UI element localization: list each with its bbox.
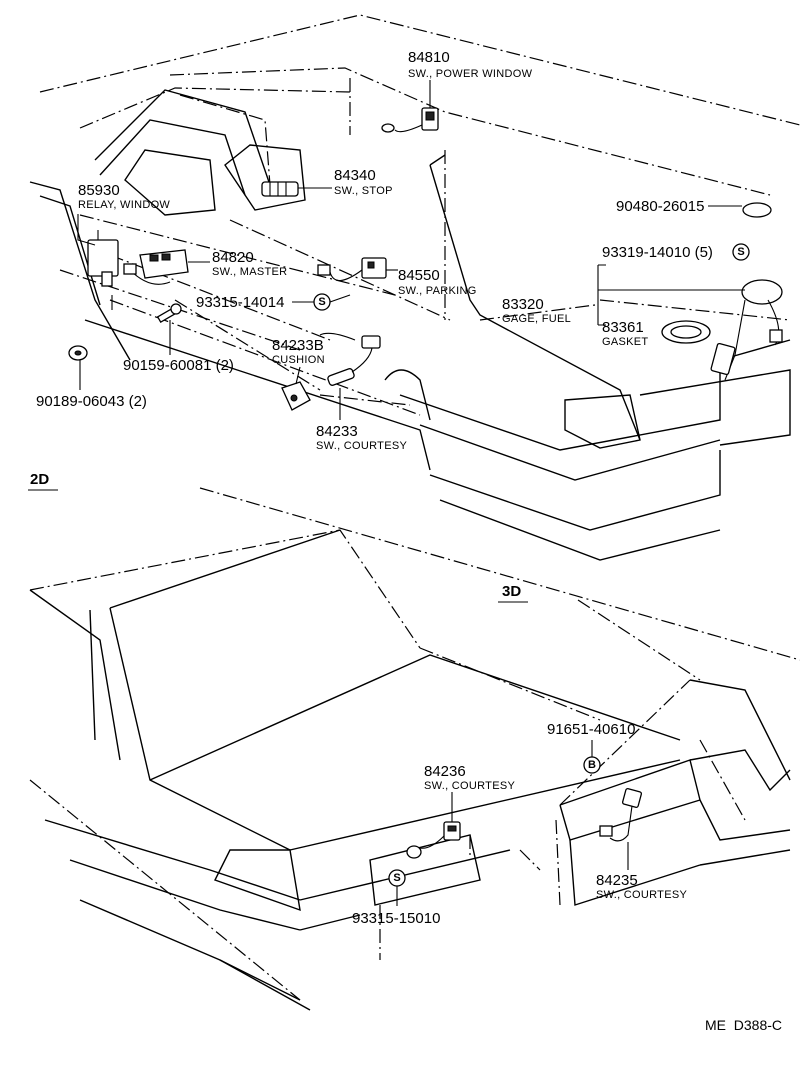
fuel-gage-icon bbox=[710, 279, 783, 381]
part-desc-85930: RELAY, WINDOW bbox=[78, 199, 170, 211]
part-desc-84820: SW., MASTER bbox=[212, 266, 287, 278]
courtesy-switch-icon-2d bbox=[406, 821, 461, 859]
part-desc-84810: SW., POWER WINDOW bbox=[408, 68, 533, 80]
part-desc-84550: SW., PARKING bbox=[398, 285, 477, 297]
part-number-93315-15010: 93315-15010 bbox=[352, 910, 440, 927]
part-number-85930: 85930 bbox=[78, 182, 120, 199]
svg-text:S: S bbox=[393, 872, 400, 884]
part-number-91651: 91651-40610 bbox=[547, 721, 635, 738]
svg-text:S: S bbox=[737, 246, 744, 258]
parking-switch-icon bbox=[317, 257, 387, 282]
part-desc-83320: GAGE, FUEL bbox=[502, 313, 571, 325]
vehicle-3d-outline bbox=[555, 599, 791, 906]
part-number-93315-14014: 93315-14014 bbox=[196, 294, 284, 311]
diagram-reference-code: ME D388-C bbox=[705, 1017, 782, 1033]
part-number-90480: 90480-26015 bbox=[616, 198, 704, 215]
part-number-83320: 83320 bbox=[502, 296, 544, 313]
part-number-90189: 90189-06043 (2) bbox=[36, 393, 147, 410]
part-number-84550: 84550 bbox=[398, 267, 440, 284]
part-desc-84340: SW., STOP bbox=[334, 185, 393, 197]
part-desc-84233: SW., COURTESY bbox=[316, 440, 407, 452]
part-number-84340: 84340 bbox=[334, 167, 376, 184]
cushion-icon bbox=[281, 381, 311, 411]
part-number-84236: 84236 bbox=[424, 763, 466, 780]
part-number-84233b: 84233B bbox=[272, 337, 324, 354]
part-number-90159: 90159-60081 (2) bbox=[123, 357, 234, 374]
section-label-2d: 2D bbox=[30, 471, 49, 488]
seal-symbol-s1: S bbox=[313, 293, 331, 311]
seal-symbol-s3: S bbox=[388, 869, 406, 887]
master-switch-icon bbox=[123, 249, 189, 285]
screw-icon bbox=[156, 303, 182, 323]
stop-switch-icon bbox=[261, 181, 299, 197]
part-desc-84236: SW., COURTESY bbox=[424, 780, 515, 792]
part-number-83361: 83361 bbox=[602, 319, 644, 336]
bolt-symbol-b: B bbox=[583, 756, 601, 774]
clip-icon bbox=[68, 345, 88, 361]
grommet-icon bbox=[742, 202, 772, 218]
vehicle-top-outline bbox=[29, 14, 800, 561]
window-relay-icon bbox=[87, 230, 119, 287]
seal-symbol-s2: S bbox=[732, 243, 750, 261]
vehicle-2d-outline bbox=[29, 487, 800, 1011]
svg-text:S: S bbox=[318, 296, 325, 308]
part-desc-83361: GASKET bbox=[602, 336, 648, 348]
part-number-84233: 84233 bbox=[316, 423, 358, 440]
courtesy-switch-icon-top bbox=[319, 332, 381, 386]
part-number-84810: 84810 bbox=[408, 49, 450, 66]
part-number-93319: 93319-14010 (5) bbox=[602, 244, 713, 261]
power-window-switch-icon bbox=[381, 107, 439, 133]
svg-text:B: B bbox=[588, 759, 596, 771]
part-number-84820: 84820 bbox=[212, 249, 254, 266]
gasket-icon bbox=[661, 320, 711, 344]
part-number-84235: 84235 bbox=[596, 872, 638, 889]
section-label-3d: 3D bbox=[502, 583, 521, 600]
courtesy-switch-icon-3d bbox=[599, 788, 642, 842]
part-desc-84233b: CUSHION bbox=[272, 354, 325, 366]
part-desc-84235: SW., COURTESY bbox=[596, 889, 687, 901]
